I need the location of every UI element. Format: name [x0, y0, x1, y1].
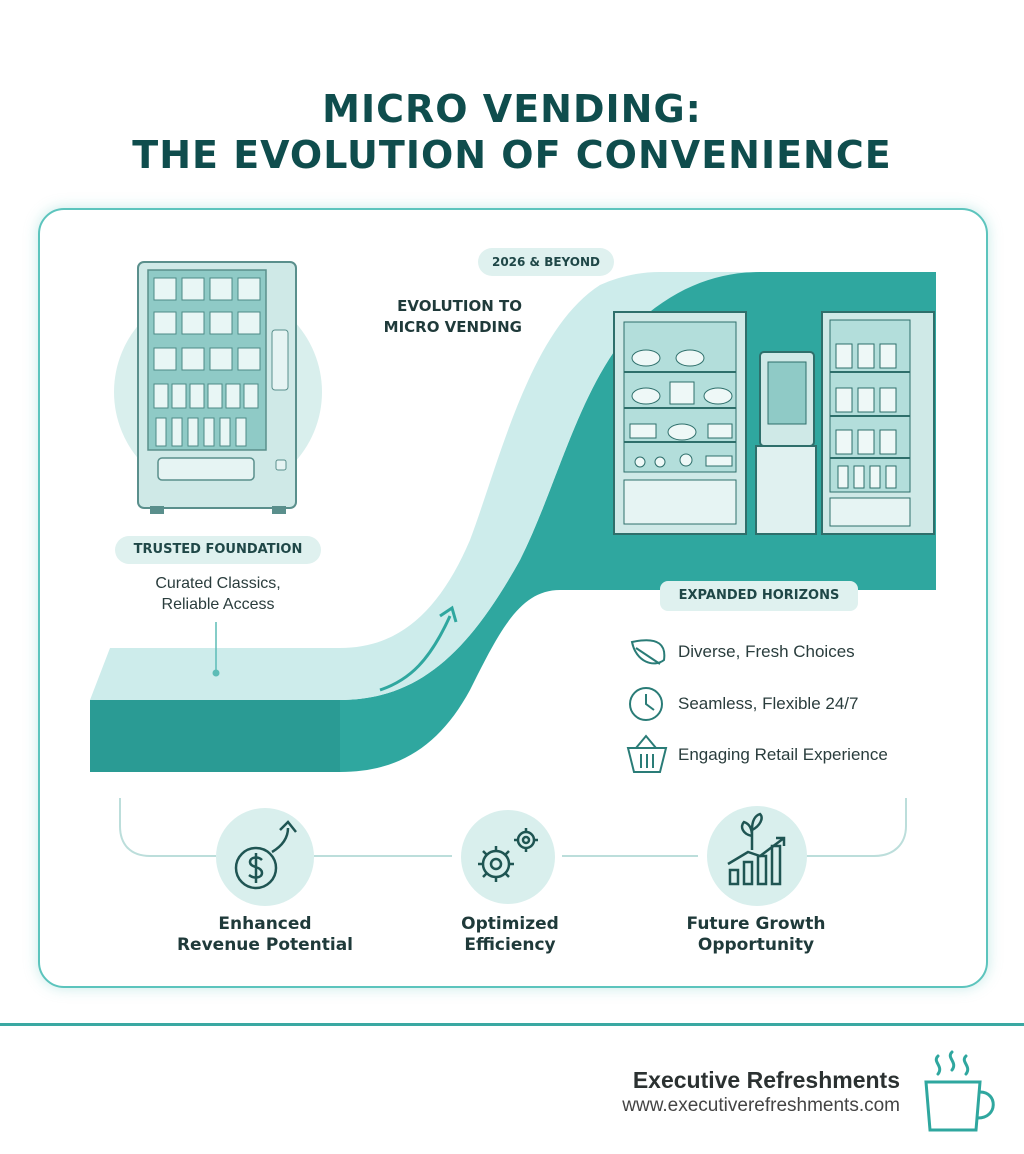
feature-retail-experience: Engaging Retail Experience: [678, 745, 888, 764]
evolution-path-front: [90, 700, 340, 772]
clock-icon: [629, 687, 663, 721]
benefit-efficiency-line-1: Optimized: [461, 914, 559, 934]
trusted-foundation-description: Curated Classics, Reliable Access: [118, 573, 318, 615]
left-desc-line-2: Reliable Access: [161, 596, 275, 613]
evolution-label-line-1: EVOLUTION TO: [397, 297, 522, 315]
left-desc-line-1: Curated Classics,: [155, 575, 281, 592]
brand-url[interactable]: www.executiverefreshments.com: [622, 1095, 900, 1116]
title-line-1: MICRO VENDING:: [322, 87, 702, 131]
benefits-connector: [119, 798, 907, 857]
year-badge: 2026 & BEYOND: [478, 248, 614, 276]
benefit-revenue-line-1: Enhanced: [218, 914, 312, 934]
flow-arrow-upper: [341, 280, 591, 630]
growth-chart-icon: [727, 812, 786, 886]
coffee-cup-icon: [924, 1050, 995, 1132]
flow-arrow-lower: [379, 615, 452, 692]
evolution-label-line-2: MICRO VENDING: [383, 318, 522, 336]
benefit-growth-line-1: Future Growth: [686, 914, 826, 934]
feature-fresh-choices: Diverse, Fresh Choices: [678, 642, 855, 661]
benefit-growth: Future Growth Opportunity: [646, 914, 866, 956]
title-line-2: THE EVOLUTION OF CONVENIENCE: [132, 133, 892, 177]
expanded-horizons-badge: EXPANDED HORIZONS: [660, 581, 858, 611]
feature-flexible-247: Seamless, Flexible 24/7: [678, 694, 859, 713]
brand-name: Executive Refreshments: [632, 1067, 900, 1093]
leaf-icon: [630, 639, 666, 665]
benefit-growth-line-2: Opportunity: [697, 935, 815, 955]
gears-icon: [478, 828, 538, 882]
page-title: MICRO VENDING: THE EVOLUTION OF CONVENIE…: [0, 86, 1024, 178]
benefit-efficiency: Optimized Efficiency: [400, 914, 620, 956]
evolution-path-surface: [90, 272, 760, 700]
trusted-foundation-badge: TRUSTED FOUNDATION: [115, 536, 321, 564]
dollar-growth-icon: [234, 820, 297, 890]
benefit-revenue: Enhanced Revenue Potential: [155, 914, 375, 956]
basket-icon: [626, 734, 668, 773]
benefit-revenue-line-2: Revenue Potential: [176, 935, 354, 955]
benefit-efficiency-line-2: Efficiency: [464, 935, 556, 955]
micro-market-icon: [613, 311, 935, 535]
footer-brand: Executive Refreshments www.executiverefr…: [622, 1066, 900, 1118]
footer-divider: [0, 1023, 1024, 1026]
evolution-label: EVOLUTION TO MICRO VENDING: [352, 296, 522, 338]
vending-machine-icon: [114, 261, 322, 514]
